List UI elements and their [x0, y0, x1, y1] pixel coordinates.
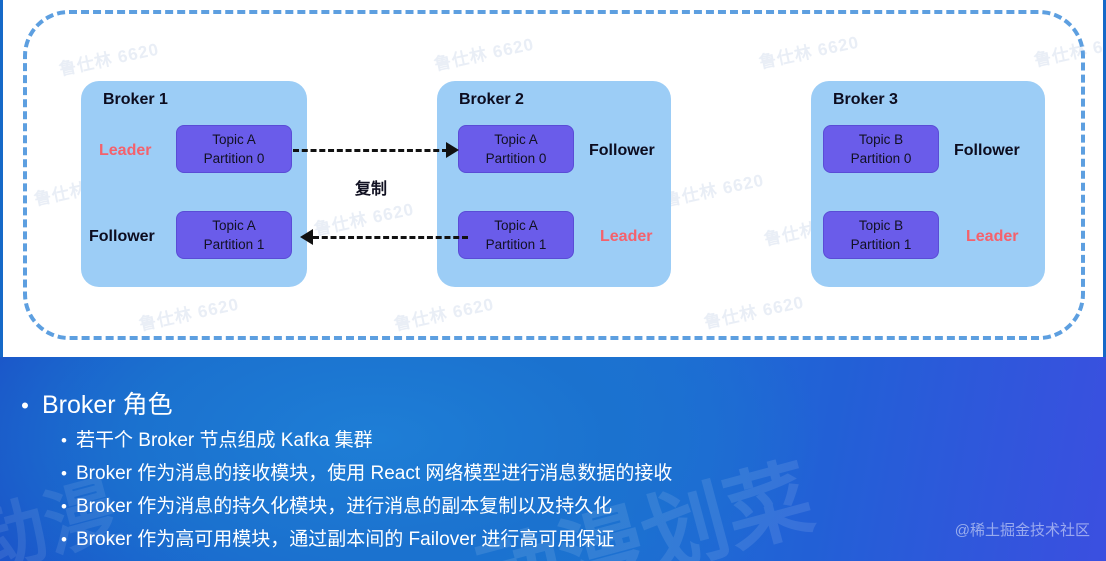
partition-box[interactable]: Topic B Partition 0 — [823, 125, 939, 173]
partition-box[interactable]: Topic A Partition 1 — [458, 211, 574, 259]
partition-box[interactable]: Topic A Partition 0 — [458, 125, 574, 173]
replication-label: 复制 — [355, 181, 388, 198]
bullet-marker-icon: • — [21, 393, 29, 418]
broker-1-role-leader: Leader — [99, 142, 152, 159]
broker-title: Broker 2 — [459, 91, 524, 108]
partition-box[interactable]: Topic B Partition 1 — [823, 211, 939, 259]
partition-topic: Topic A — [494, 218, 538, 233]
partition-index: Partition 0 — [485, 151, 547, 166]
broker-2-role-follower: Follower — [589, 142, 655, 159]
slide-bullet-row: • Broker 作为高可用模块，通过副本间的 Failover 进行高可用保证 — [52, 524, 614, 551]
bullet-marker-icon: • — [61, 464, 67, 483]
slide-text-body — [0, 357, 1106, 561]
partition-topic: Topic B — [858, 132, 904, 147]
partition-topic: Topic B — [858, 218, 904, 233]
broker-1-role-follower: Follower — [89, 228, 155, 245]
slide-bullet-row: • Broker 作为消息的持久化模块，进行消息的副本复制以及持久化 — [52, 491, 612, 518]
replication-arrow-line-top — [293, 149, 448, 152]
partition-index: Partition 0 — [850, 151, 912, 166]
partition-topic: Topic A — [494, 132, 538, 147]
partition-index: Partition 1 — [485, 237, 547, 252]
broker-title: Broker 1 — [103, 91, 168, 108]
slide-bullet-text: Broker 作为消息的持久化模块，进行消息的副本复制以及持久化 — [76, 496, 613, 517]
source-watermark: @稀土掘金技术社区 — [954, 522, 1090, 539]
arrow-head-right-icon — [446, 142, 459, 158]
broker-title: Broker 3 — [833, 91, 898, 108]
slide-bullet-row: • 若干个 Broker 节点组成 Kafka 集群 — [52, 425, 373, 452]
broker-box-2[interactable]: Broker 2 Topic A Partition 0 Follower To… — [437, 81, 671, 287]
bullet-marker-icon: • — [61, 497, 67, 516]
broker-box-1[interactable]: Broker 1 Leader Topic A Partition 0 Foll… — [81, 81, 307, 287]
broker-2-role-leader: Leader — [600, 228, 653, 245]
replication-arrow-line-bottom — [313, 236, 468, 239]
partition-topic: Topic A — [212, 218, 256, 233]
kafka-diagram-panel: 鲁仕林 6620 鲁仕林 6620 鲁仕林 6620 鲁仕林 6620 鲁仕林 … — [0, 0, 1106, 357]
broker-3-role-follower: Follower — [954, 142, 1020, 159]
slide-heading: Broker 角色 — [42, 391, 173, 419]
slide-bullet-row: • Broker 作为消息的接收模块，使用 React 网络模型进行消息数据的接… — [52, 458, 672, 485]
slide-heading-row: • Broker 角色 — [8, 385, 173, 421]
slide-bullet-text: Broker 作为高可用模块，通过副本间的 Failover 进行高可用保证 — [76, 529, 615, 550]
kafka-cluster-dashed-boundary — [23, 10, 1085, 340]
slide-bullet-text: 若干个 Broker 节点组成 Kafka 集群 — [76, 430, 373, 451]
partition-box[interactable]: Topic A Partition 0 — [176, 125, 292, 173]
partition-topic: Topic A — [212, 132, 256, 147]
partition-index: Partition 1 — [203, 237, 265, 252]
partition-index: Partition 1 — [850, 237, 912, 252]
broker-box-3[interactable]: Broker 3 Topic B Partition 0 Follower To… — [811, 81, 1045, 287]
bullet-marker-icon: • — [61, 431, 67, 450]
broker-3-role-leader: Leader — [966, 228, 1019, 245]
arrow-head-left-icon — [300, 229, 313, 245]
partition-index: Partition 0 — [203, 151, 265, 166]
partition-box[interactable]: Topic A Partition 1 — [176, 211, 292, 259]
slide-bullet-text: Broker 作为消息的接收模块，使用 React 网络模型进行消息数据的接收 — [76, 463, 673, 484]
bullet-marker-icon: • — [61, 530, 67, 549]
